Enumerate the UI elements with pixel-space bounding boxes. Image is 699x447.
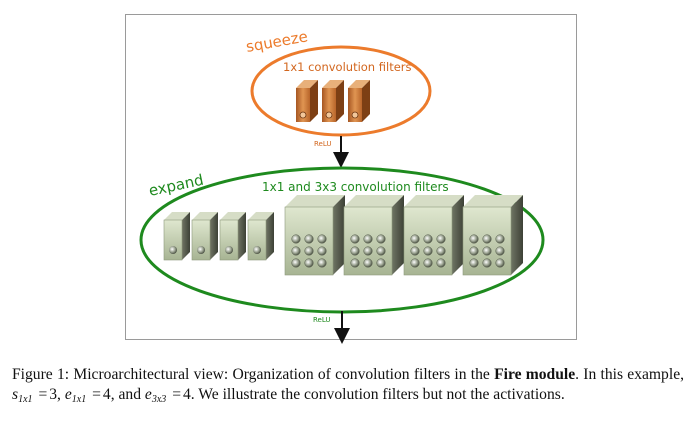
expand-label: expand (147, 171, 205, 200)
expand-3x3-filter (403, 195, 464, 276)
caption-e1-var: e (64, 386, 72, 403)
caption-text-1: Microarchitectural view: Organization of… (73, 366, 490, 383)
expand-1x1-filter (163, 212, 190, 261)
relu-top-label: ReLU (314, 140, 332, 148)
expand-1x1-filter (247, 212, 274, 261)
caption-s-val: 3 (49, 386, 58, 403)
caption-e3-val: 4 (183, 386, 191, 403)
squeeze-ellipse (250, 45, 432, 137)
figure-caption: Figure 1: Microarchitectural view: Organ… (12, 366, 685, 405)
caption-and: and (118, 386, 142, 403)
caption-e3-sub: 3x3 (151, 394, 167, 405)
relu-bottom-label: ReLU (313, 316, 331, 324)
fire-module-diagram: squeeze 1x1 convolution filters ReLU exp… (139, 27, 545, 344)
squeeze-filter (348, 80, 370, 122)
expand-filters-label: 1x1 and 3x3 convolution filters (262, 180, 449, 194)
squeeze-filter (296, 80, 318, 122)
expand-3x3-filter-group (284, 195, 523, 276)
expand-3x3-filter (284, 195, 345, 276)
caption-e1-val: 4 (102, 386, 111, 403)
expand-1x1-filter-group (163, 212, 274, 261)
caption-bold-term: Fire module (494, 366, 576, 383)
caption-s-sub: 1x1 (18, 394, 33, 405)
caption-e1-sub: 1x1 (71, 394, 87, 405)
expand-1x1-filter (191, 212, 218, 261)
expand-3x3-filter (343, 195, 404, 276)
caption-e3-var: e (144, 386, 152, 403)
squeeze-filter (322, 80, 344, 122)
squeeze-filter-group (296, 80, 370, 122)
caption-text-2: . In this example, (575, 366, 685, 383)
caption-s-var: s (12, 386, 19, 403)
caption-figure-label: Figure 1: (12, 366, 70, 383)
expand-1x1-filter (219, 212, 246, 261)
expand-3x3-filter (462, 195, 523, 276)
caption-text-3: . We illustrate the convolution filters … (190, 386, 565, 403)
figure-frame (125, 14, 577, 340)
squeeze-filters-label: 1x1 convolution filters (283, 60, 412, 74)
